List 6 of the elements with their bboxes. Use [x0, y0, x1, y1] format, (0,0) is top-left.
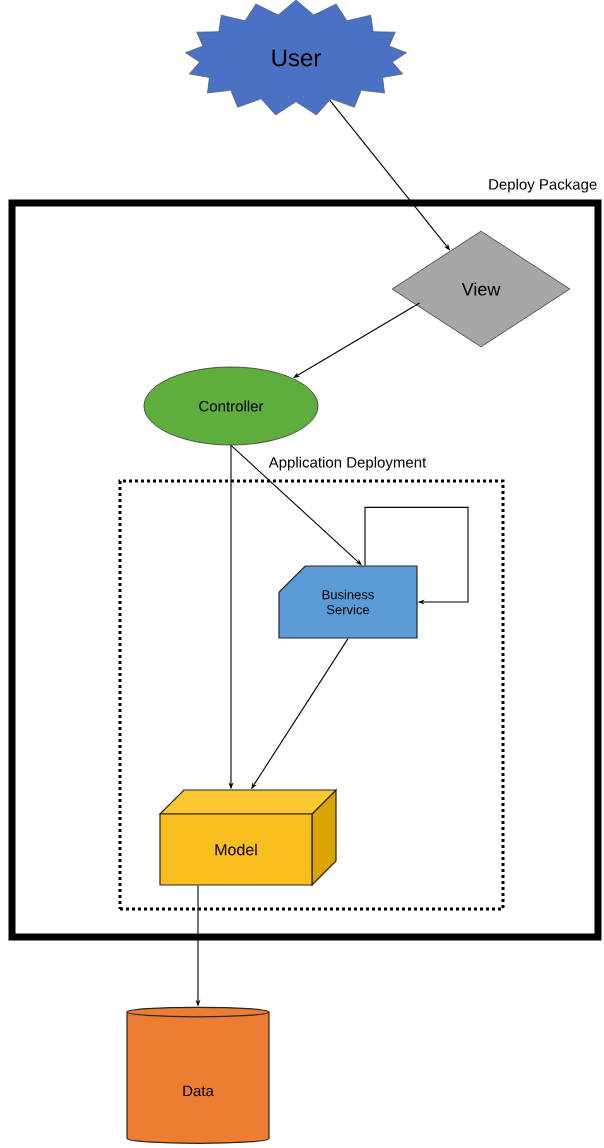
- data-cylinder: Data: [126, 1006, 270, 1144]
- frame-heading: Application Deployment: [268, 456, 427, 471]
- user-starburst: User: [185, 0, 407, 116]
- frame-heading: Deploy Package: [489, 178, 597, 193]
- service-box: Business Service: [278, 565, 418, 639]
- arrow: [364, 506, 469, 605]
